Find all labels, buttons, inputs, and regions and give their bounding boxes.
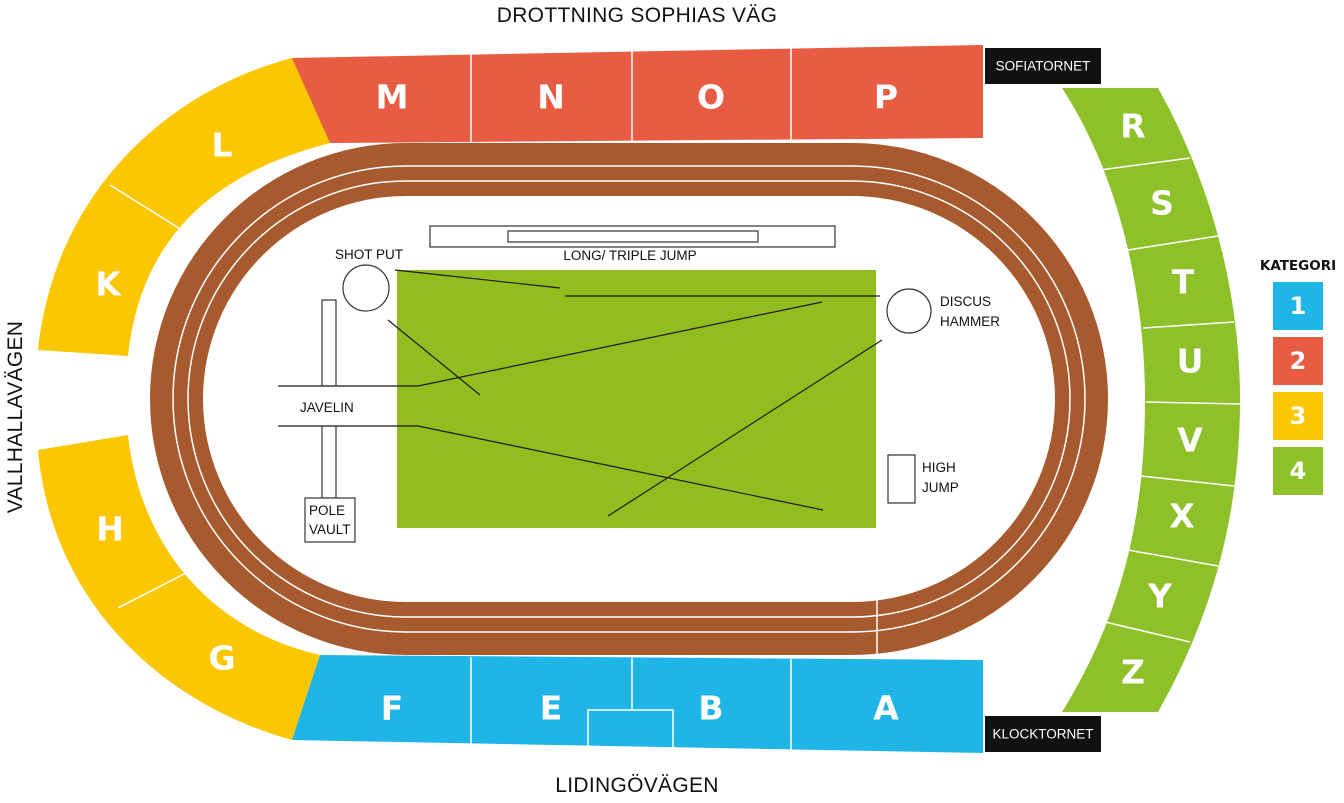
- svg-text:2: 2: [1290, 347, 1307, 375]
- svg-text:KLOCKTORNET: KLOCKTORNET: [992, 727, 1093, 742]
- section-B[interactable]: B: [698, 689, 723, 728]
- legend-title: KATEGORI: [1260, 258, 1336, 274]
- high-jump-box: [887, 454, 916, 504]
- section-T[interactable]: T: [1172, 263, 1195, 302]
- long-jump-pit-outline: [429, 225, 836, 248]
- section-V[interactable]: V: [1177, 421, 1203, 460]
- shot-put: SHOT PUT: [335, 247, 403, 312]
- section-G[interactable]: G: [208, 639, 235, 678]
- section-E[interactable]: E: [540, 689, 563, 728]
- svg-text:Y: Y: [1147, 577, 1173, 616]
- high-jump-label-2: JUMP: [922, 480, 959, 495]
- svg-text:A: A: [873, 689, 899, 728]
- svg-text:3: 3: [1290, 402, 1307, 430]
- long-jump-runway: [507, 230, 759, 243]
- shot-put-label: SHOT PUT: [335, 247, 403, 262]
- klocktornet-tag: KLOCKTORNET: [985, 716, 1101, 752]
- svg-text:M: M: [376, 78, 409, 117]
- section-N[interactable]: N: [537, 78, 565, 117]
- west-lower-stand-area: [38, 435, 320, 740]
- svg-text:T: T: [1172, 263, 1195, 302]
- south-stand-box: [587, 709, 674, 754]
- javelin-label: JAVELIN: [300, 400, 354, 415]
- legend-item-1[interactable]: 1: [1273, 282, 1323, 330]
- section-A[interactable]: A: [873, 689, 899, 728]
- sofiatornet-tag: SOFIATORNET: [985, 48, 1101, 84]
- north-stand-area: [292, 45, 983, 143]
- section-P[interactable]: P: [874, 78, 898, 117]
- section-K[interactable]: K: [95, 265, 122, 304]
- section-R[interactable]: R: [1120, 107, 1145, 146]
- legend-item-2[interactable]: 2: [1273, 337, 1323, 385]
- svg-text:S: S: [1150, 184, 1174, 223]
- svg-text:H: H: [96, 510, 124, 549]
- svg-text:N: N: [537, 78, 565, 117]
- section-S[interactable]: S: [1150, 184, 1174, 223]
- grass-field: [397, 270, 876, 528]
- high-jump: HIGH JUMP: [887, 454, 959, 504]
- west-lower-stand: H G: [38, 435, 320, 740]
- long-jump-label: LONG/ TRIPLE JUMP: [563, 248, 696, 263]
- pole-vault-runway-upper: [321, 299, 337, 387]
- section-X[interactable]: X: [1169, 497, 1194, 536]
- east-stand-area: [1062, 88, 1240, 712]
- legend-swatch-3: [1273, 392, 1323, 440]
- legend-swatch-1: [1273, 282, 1323, 330]
- svg-text:E: E: [540, 689, 563, 728]
- svg-text:G: G: [208, 639, 235, 678]
- svg-text:X: X: [1169, 497, 1194, 536]
- svg-text:F: F: [381, 689, 404, 728]
- section-L[interactable]: L: [211, 126, 232, 165]
- track-lane-line: [187, 180, 1071, 618]
- svg-text:SOFIATORNET: SOFIATORNET: [996, 59, 1091, 74]
- svg-text:B: B: [698, 689, 723, 728]
- east-stand: R S T U V X Y Z: [1062, 88, 1241, 712]
- svg-text:V: V: [1177, 421, 1203, 460]
- hammer-label: HAMMER: [940, 314, 1000, 329]
- legend: KATEGORI 1 2 3 4: [1260, 258, 1336, 495]
- svg-text:U: U: [1177, 342, 1204, 381]
- pole-vault-box: [304, 497, 356, 543]
- section-Z[interactable]: Z: [1121, 653, 1145, 692]
- discus-circle: [886, 288, 932, 334]
- section-M[interactable]: M: [376, 78, 409, 117]
- pole-vault: POLE VAULT: [304, 299, 356, 543]
- svg-text:1: 1: [1290, 292, 1307, 320]
- section-U[interactable]: U: [1177, 342, 1204, 381]
- svg-text:Z: Z: [1121, 653, 1145, 692]
- street-north-label: DROTTNING SOPHIAS VÄG: [497, 4, 778, 27]
- west-upper-stand-area: [38, 58, 330, 356]
- svg-text:4: 4: [1290, 457, 1307, 485]
- west-upper-stand: L K: [38, 58, 330, 356]
- shot-put-circle: [342, 264, 390, 312]
- svg-text:P: P: [874, 78, 898, 117]
- legend-item-3[interactable]: 3: [1273, 392, 1323, 440]
- long-triple-jump: LONG/ TRIPLE JUMP: [429, 225, 836, 263]
- sector-lines: [278, 269, 883, 517]
- legend-swatch-2: [1273, 337, 1323, 385]
- svg-text:O: O: [697, 78, 725, 117]
- south-stand: F E B A: [292, 655, 983, 754]
- legend-item-4[interactable]: 4: [1273, 447, 1323, 495]
- svg-text:L: L: [211, 126, 232, 165]
- pole-vault-label-2: VAULT: [309, 522, 351, 537]
- street-south-label: LIDINGÖVÄGEN: [555, 774, 718, 797]
- high-jump-label-1: HIGH: [922, 460, 956, 475]
- track-lane-line: [172, 165, 1086, 633]
- svg-text:R: R: [1120, 107, 1145, 146]
- discus-hammer: DISCUS HAMMER: [886, 288, 1000, 334]
- north-stand: M N O P: [292, 45, 983, 143]
- section-F[interactable]: F: [381, 689, 404, 728]
- svg-text:K: K: [95, 265, 122, 304]
- section-O[interactable]: O: [697, 78, 725, 117]
- pole-vault-label-1: POLE: [309, 503, 345, 518]
- street-west-label: VALLHALLAVÄGEN: [4, 321, 27, 514]
- discus-label: DISCUS: [940, 294, 991, 309]
- south-stand-area: [292, 655, 983, 753]
- section-Y[interactable]: Y: [1147, 577, 1173, 616]
- legend-swatch-4: [1273, 447, 1323, 495]
- section-H[interactable]: H: [96, 510, 124, 549]
